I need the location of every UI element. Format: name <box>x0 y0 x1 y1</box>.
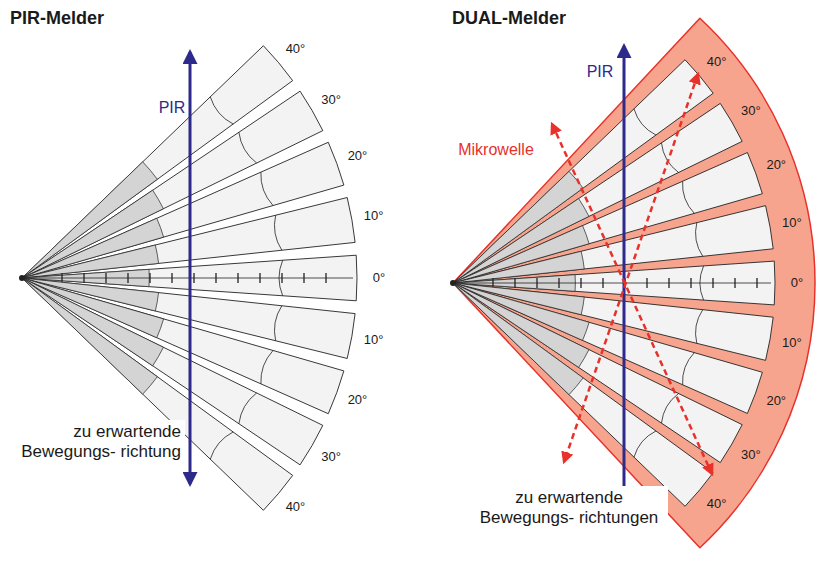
pir-zone-step <box>683 353 695 385</box>
pir-zone-step <box>696 310 703 344</box>
pir-zone <box>453 283 713 506</box>
pir-zone-step <box>210 97 233 124</box>
angle-label: 30° <box>321 92 341 107</box>
axis-tick <box>83 273 84 283</box>
angle-label: 30° <box>741 448 761 463</box>
pir-zone <box>22 278 293 510</box>
pir-zone <box>453 283 762 413</box>
pir-zone-inner <box>453 226 589 283</box>
pir-zone-inner <box>22 278 163 366</box>
axis-tick <box>193 273 194 283</box>
microwave-field <box>453 18 815 548</box>
axis-tick <box>514 278 515 288</box>
pir-direction-arrow <box>189 52 192 484</box>
sensor-point <box>19 275 25 281</box>
angle-label: 40° <box>286 500 306 515</box>
axis-tick <box>646 278 647 288</box>
axis-tick <box>536 278 537 288</box>
axis-tick <box>325 273 326 283</box>
pir-zone-step <box>274 215 281 250</box>
angle-label: 20° <box>766 158 786 173</box>
pir-zone-inner <box>22 190 163 278</box>
axis-tick <box>756 278 757 288</box>
axis-tick <box>580 278 581 288</box>
pir-zone-inner <box>453 283 583 395</box>
axis-tick <box>492 278 493 288</box>
pir-zone-step <box>261 350 273 383</box>
pir-zone-step <box>683 181 695 213</box>
angle-label: 10° <box>782 335 802 350</box>
pir-zone-step <box>634 109 656 135</box>
axis-tick <box>259 273 260 283</box>
angle-label: 0° <box>791 276 803 291</box>
sensor-name: Mikrowelle <box>456 141 536 159</box>
sensor-name: PIR <box>157 99 188 117</box>
axis-tick <box>281 273 282 283</box>
microwave-direction-arrow <box>552 124 712 474</box>
angle-label: 40° <box>286 41 306 56</box>
pir-zone-step <box>239 393 257 424</box>
pir-zone-step <box>261 172 273 205</box>
axis-line <box>453 283 771 284</box>
angle-label: 30° <box>741 104 761 119</box>
axis-tick <box>734 278 735 288</box>
axis-tick <box>712 278 713 288</box>
axis-tick <box>303 273 304 283</box>
angle-label: 10° <box>364 333 384 348</box>
angle-label: 20° <box>766 393 786 408</box>
axis-tick <box>105 273 106 283</box>
axis-tick <box>237 273 238 283</box>
detector-title: PIR-Melder <box>10 8 104 29</box>
microwave-direction-arrow <box>564 74 698 462</box>
axis-tick <box>215 273 216 283</box>
axis-tick <box>127 273 128 283</box>
detector-title: DUAL-Melder <box>452 8 566 29</box>
pir-zone <box>22 278 344 414</box>
angle-label: 40° <box>707 54 727 69</box>
pir-zone <box>453 283 742 463</box>
pir-zone-step <box>696 223 703 257</box>
pir-zone-inner <box>453 199 589 283</box>
pir-zone-step <box>634 431 656 457</box>
axis-tick <box>61 273 62 283</box>
angle-label: 20° <box>348 393 368 408</box>
angle-label: 0° <box>373 271 385 286</box>
angle-label: 10° <box>782 216 802 231</box>
pir-zone-step <box>661 143 678 173</box>
pir-zone-inner <box>453 283 589 340</box>
pir-zone-inner <box>22 278 164 338</box>
axis-tick <box>558 278 559 288</box>
pir-zone-step <box>210 432 233 459</box>
angle-label: 10° <box>364 209 384 224</box>
angle-label: 40° <box>707 497 727 512</box>
pir-zone-inner <box>453 283 589 367</box>
pir-zone-inner <box>22 278 157 394</box>
axis-tick <box>149 273 150 283</box>
sensor-point <box>450 280 456 286</box>
axis-tick <box>602 278 603 288</box>
angle-label: 30° <box>321 449 341 464</box>
pir-zone-inner <box>22 218 164 278</box>
movement-note: zu erwartende Bewegungs- richtungen <box>470 486 668 529</box>
sensor-name: PIR <box>585 63 616 81</box>
pir-zone-step <box>274 306 281 341</box>
movement-note: zu erwartende Bewegungs- richtung <box>12 420 185 463</box>
axis-tick <box>668 278 669 288</box>
angle-label: 20° <box>348 148 368 163</box>
axis-tick <box>171 273 172 283</box>
axis-tick <box>690 278 691 288</box>
pir-zone-step <box>239 132 257 163</box>
